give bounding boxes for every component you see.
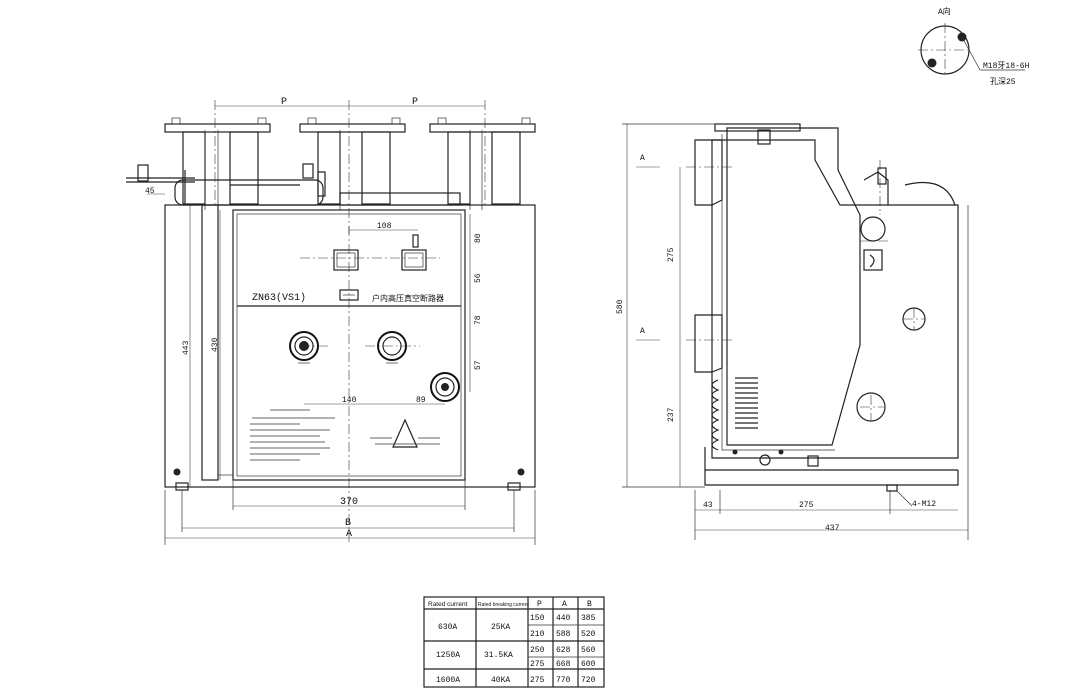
front-body	[164, 204, 536, 491]
dim-370: 370	[340, 497, 358, 508]
side-dim-43: 43	[703, 501, 713, 510]
front-indicators	[333, 234, 427, 301]
table-cell: 210	[530, 630, 545, 639]
front-view: P P 45 443 430 108 80 56 78 57 140 89 37…	[126, 97, 536, 545]
dim-443: 443	[182, 340, 191, 355]
table-header-a: A	[562, 600, 567, 609]
side-dim-m12: 4-M12	[912, 500, 936, 509]
table-cell: 385	[581, 614, 596, 623]
front-terminals	[164, 117, 536, 210]
table-cell: 150	[530, 614, 545, 623]
dim-57: 57	[474, 360, 483, 370]
table-cell: 628	[556, 646, 571, 655]
table-cell: 600	[581, 660, 596, 669]
table-current-1600: 1600A	[436, 676, 460, 685]
side-dim-275v: 275	[667, 247, 676, 262]
dim-p-right: P	[412, 97, 418, 108]
table-cell: 560	[581, 646, 596, 655]
table-cell: 275	[530, 660, 545, 669]
detail-a-depth: 孔深25	[990, 77, 1016, 87]
table-cell: 668	[556, 660, 571, 669]
table-cell: 275	[530, 676, 545, 685]
dim-80: 80	[474, 233, 483, 243]
table-cell: 440	[556, 614, 571, 623]
table-cell: 250	[530, 646, 545, 655]
front-dimensions	[147, 105, 536, 545]
detail-a-thread: M18牙18-6H	[983, 61, 1030, 71]
dim-108: 108	[377, 222, 392, 231]
dim-140: 140	[342, 396, 357, 405]
detail-a: A向 M18牙18-6H 孔深25	[918, 6, 1030, 87]
dim-56: 56	[474, 273, 483, 283]
model-label: ZN63(VS1)	[252, 292, 306, 304]
table-cell: 770	[556, 676, 571, 685]
side-view: A A 580 275 237 43 275 437 4-M12	[616, 123, 969, 540]
table-header-p: P	[537, 600, 542, 609]
front-nameplate	[250, 409, 440, 461]
dim-430: 430	[211, 337, 220, 352]
side-dim-580: 580	[616, 299, 625, 314]
side-cooling-fins	[735, 377, 758, 429]
side-dimensions	[622, 123, 969, 540]
side-dim-237: 237	[667, 407, 676, 422]
table-cell: 520	[581, 630, 596, 639]
dim-a: A	[346, 529, 352, 540]
table-cell: 720	[581, 676, 596, 685]
table-current-630: 630A	[438, 623, 457, 632]
table-breaking-40: 40KA	[491, 676, 510, 685]
dim-b: B	[345, 518, 351, 529]
table-current-1250: 1250A	[436, 651, 460, 660]
model-chinese: 户内高压真空断路器	[372, 293, 444, 304]
dim-78: 78	[474, 315, 483, 325]
table-header-rated-current: Rated current	[428, 601, 468, 608]
dim-p-left: P	[281, 97, 287, 108]
table-header-rated-breaking: Rated breaking current	[478, 602, 529, 608]
side-dim-275h: 275	[799, 501, 814, 510]
table-header-b: B	[587, 600, 592, 609]
table-breaking-25: 25KA	[491, 623, 510, 632]
side-dim-437: 437	[825, 524, 840, 533]
dim-45: 45	[145, 187, 155, 196]
front-buttons	[289, 331, 460, 402]
dim-89: 89	[416, 396, 426, 405]
rating-table: Rated current Rated breaking current P A…	[423, 596, 605, 688]
detail-a-title: A向	[938, 6, 951, 17]
table-breaking-31-5: 31.5KA	[484, 651, 513, 660]
side-dim-a-top: A	[640, 154, 645, 163]
side-dim-a-bottom: A	[640, 327, 645, 336]
table-cell: 588	[556, 630, 571, 639]
front-operating-mechanism	[126, 163, 461, 206]
